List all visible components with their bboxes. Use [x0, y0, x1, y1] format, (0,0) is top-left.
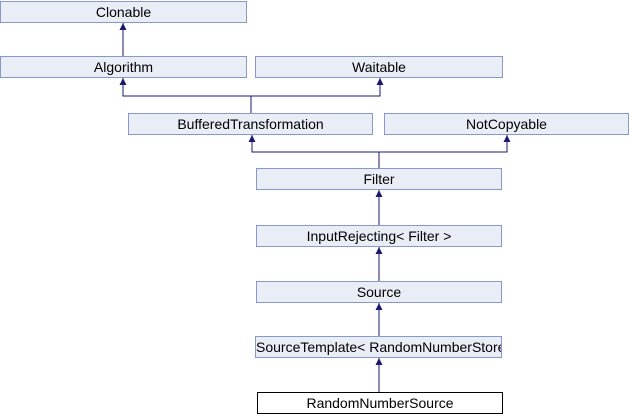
node-input-rejecting-filter[interactable]: InputRejecting< Filter > — [256, 225, 502, 247]
node-random-number-source: RandomNumberSource — [257, 392, 503, 414]
node-source-template-random-number-store[interactable]: SourceTemplate< RandomNumberStore > — [255, 336, 502, 358]
edge-filter-to-notcopyable — [378, 135, 511, 168]
node-buffered-transformation[interactable]: BufferedTransformation — [128, 113, 373, 135]
edge-filter-to-bufferedtransformation — [248, 135, 380, 168]
node-waitable[interactable]: Waitable — [255, 56, 503, 78]
edge-bufferedtransformation-to-waitable — [250, 78, 384, 113]
node-clonable[interactable]: Clonable — [0, 1, 247, 23]
node-not-copyable[interactable]: NotCopyable — [384, 113, 629, 135]
node-algorithm[interactable]: Algorithm — [0, 56, 247, 78]
edge-bufferedtransformation-to-algorithm — [119, 78, 252, 113]
node-source[interactable]: Source — [256, 281, 502, 303]
node-filter[interactable]: Filter — [256, 168, 502, 190]
